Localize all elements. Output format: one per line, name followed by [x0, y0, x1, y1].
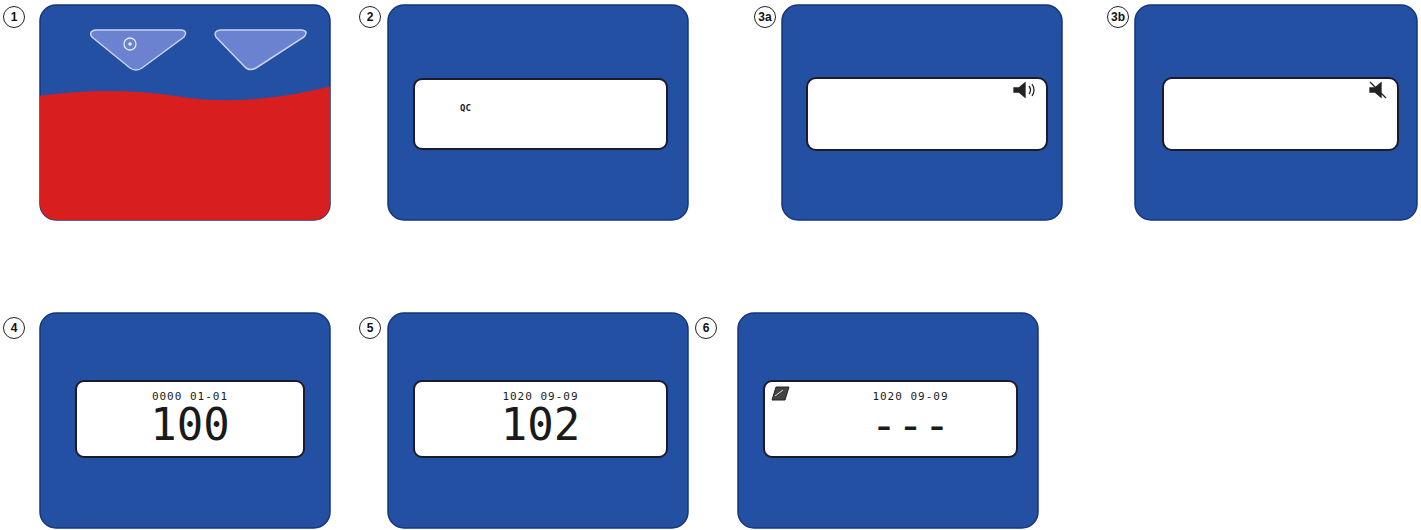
device-panel: 1: [40, 5, 330, 220]
lcd-screen: QC: [413, 78, 668, 150]
lcd-date-time: 1020 09-09: [502, 391, 578, 403]
device-panel: [388, 5, 688, 220]
callout-number: 5: [359, 317, 381, 339]
device-panel: 3b: [1135, 5, 1417, 220]
lcd-reading: 102: [501, 403, 580, 447]
callout-number: 2: [359, 6, 381, 28]
device-panel: [40, 313, 330, 528]
lcd-screen: [1163, 78, 1398, 150]
callout-number: 3b: [1107, 6, 1129, 28]
device-panel: 3a: [782, 5, 1062, 220]
device-panel: 2QC: [388, 5, 688, 220]
lcd-screen: 1020 09-09---: [763, 380, 1018, 458]
callout-number: 1: [3, 6, 25, 28]
lcd-screen: 1020 09-09102: [413, 380, 668, 458]
device-panel: 40000 01-01100: [40, 313, 330, 528]
device-panel: [738, 313, 1038, 528]
lcd-date-time: 1020 09-09: [872, 391, 948, 403]
callout-number: 6: [695, 317, 717, 339]
callout-number: 4: [3, 317, 25, 339]
device-panel: [1135, 5, 1417, 220]
device-front: [38, 5, 332, 222]
device-panel: [388, 313, 688, 528]
lcd-reading: ---: [871, 403, 950, 447]
sound-off-icon: [1370, 82, 1386, 98]
device-panel: 61020 09-09---: [738, 313, 1038, 528]
lcd-screen: [807, 78, 1047, 150]
sound-on-icon: [1014, 83, 1034, 97]
device-panel: 51020 09-09102: [388, 313, 688, 528]
lcd-mode-text: QC: [460, 103, 471, 113]
lcd-date-time: 0000 01-01: [152, 391, 228, 403]
lcd-screen: 0000 01-01100: [75, 380, 305, 458]
lcd-reading: 100: [150, 403, 229, 447]
callout-number: 3a: [754, 6, 776, 28]
device-panel: [782, 5, 1062, 220]
strip-icon: [772, 387, 789, 400]
